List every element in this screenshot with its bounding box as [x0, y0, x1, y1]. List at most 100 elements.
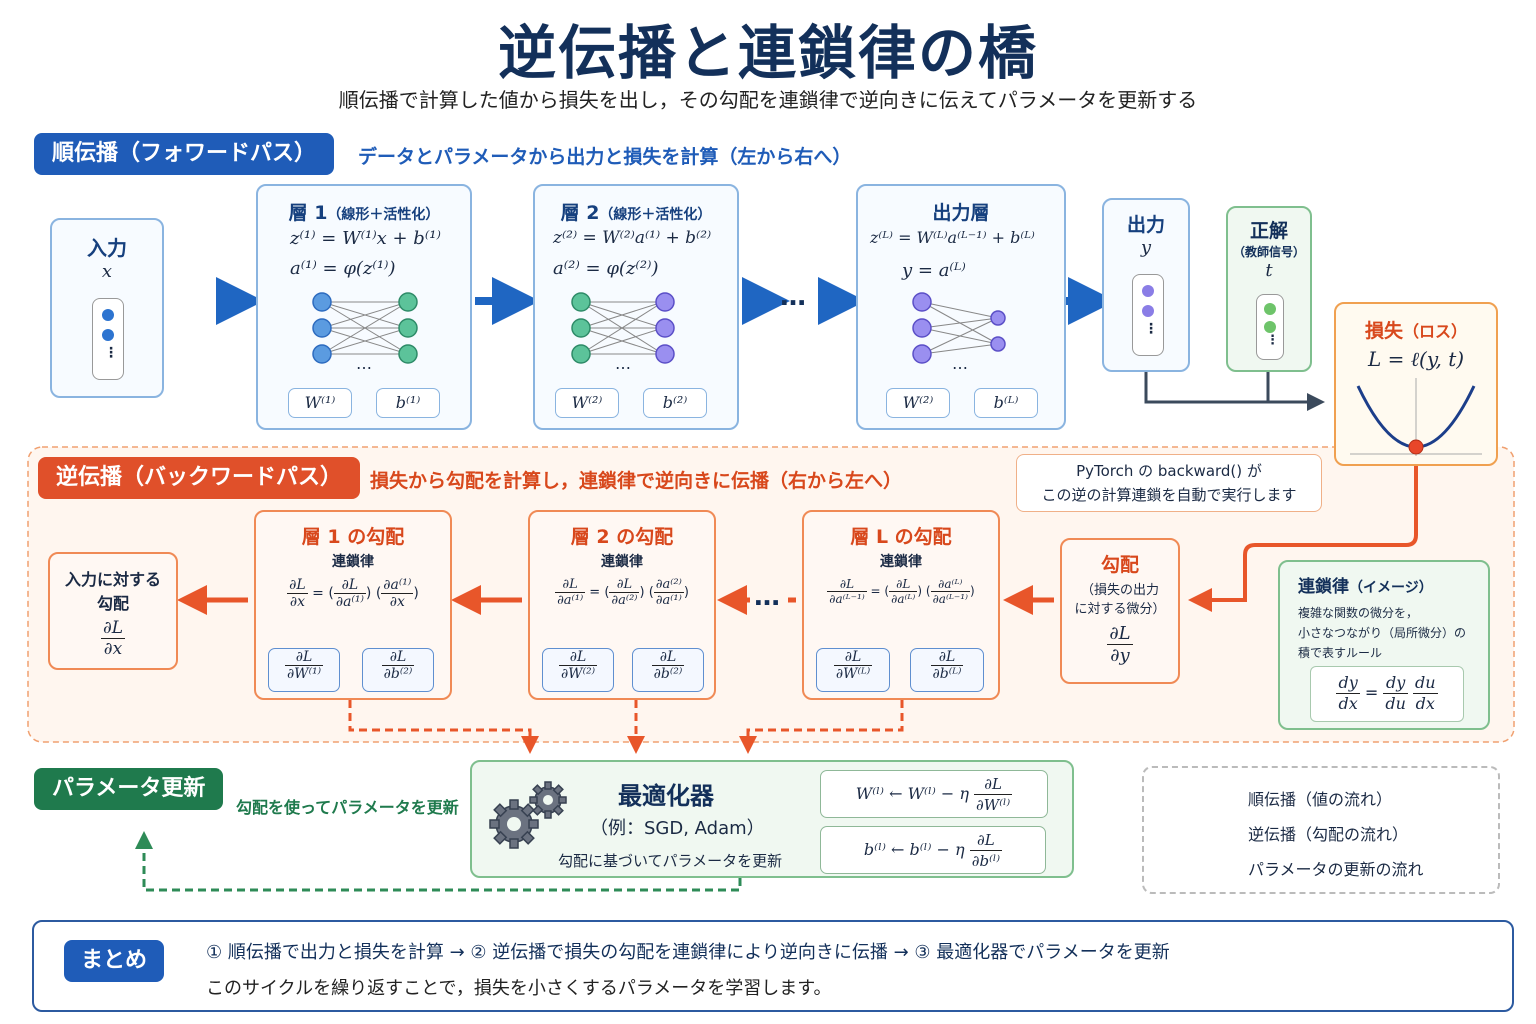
- forward-ellipsis: …: [780, 282, 806, 312]
- layer1-grad-rule: 連鎖律: [332, 554, 374, 570]
- optimizer-box: 最適化器 （例：SGD, Adam） 勾配に基づいてパラメータを更新 W⁽ˡ⁾ …: [470, 760, 1074, 878]
- update-rule-b: b⁽ˡ⁾ ← b⁽ˡ⁾ − η ∂L∂b⁽ˡ⁾: [820, 826, 1046, 874]
- target-vector: ⋮: [1256, 294, 1284, 360]
- pytorch-note-line2: この逆の計算連鎖を自動で実行します: [1041, 486, 1297, 504]
- output-layer-network: [912, 292, 1006, 364]
- chain-rule-box: 連鎖律（イメージ） 複雑な関数の微分を， 小さなつながり（局所微分）の 積で表す…: [1278, 560, 1490, 730]
- target-box: 正解 （教師信号） t ⋮: [1226, 206, 1312, 372]
- pytorch-note-line1: PyTorch の backward() が: [1076, 462, 1262, 480]
- loss-title: 損失（ロス）: [1364, 320, 1468, 342]
- legend-update-label: パラメータの更新の流れ: [1248, 860, 1424, 879]
- vector-node: [1142, 305, 1154, 317]
- layerL-grad-box: 層 L の勾配 連鎖律 ∂L∂a⁽ᴸ⁻¹⁾ = (∂L∂a⁽ᴸ⁾) (∂a⁽ᴸ⁾…: [802, 510, 1000, 700]
- summary-box: まとめ ① 順伝播で出力と損失を計算 → ② 逆伝播で損失の勾配を連鎖律により逆…: [32, 920, 1514, 1012]
- vector-dots: ⋮: [1266, 333, 1279, 348]
- layer1-formula-z: z⁽¹⁾ = W⁽¹⁾x + b⁽¹⁾: [290, 228, 441, 249]
- input-title: 入力: [87, 236, 127, 260]
- forward-desc: データとパラメータから出力と損失を計算（左から右へ）: [358, 146, 852, 168]
- page-title: 逆伝播と連鎖律の橋: [497, 19, 1038, 87]
- backward-ellipsis: …: [754, 582, 780, 612]
- layer2-grad-chain: ∂L∂a⁽¹⁾ = (∂L∂a⁽²⁾) (∂a⁽²⁾∂a⁽¹⁾): [555, 577, 689, 608]
- output-grad-title: 勾配: [1100, 554, 1139, 576]
- layer2-dots: …: [615, 354, 631, 373]
- layerL-grad-rule: 連鎖律: [880, 554, 922, 570]
- layer2-title: 層 2（線形＋活性化）: [560, 202, 712, 224]
- input-box: 入力 x ⋮: [50, 218, 164, 398]
- layer1-grad-box: 層 1 の勾配 連鎖律 ∂L∂x = (∂L∂a⁽¹⁾) (∂a⁽¹⁾∂x) ∂…: [254, 510, 452, 700]
- output-to-loss: [1144, 372, 1325, 411]
- chain-rule-desc: 複雑な関数の微分を， 小さなつながり（局所微分）の 積で表すルール: [1298, 606, 1467, 660]
- target-title: 正解: [1249, 220, 1288, 242]
- target-var: t: [1265, 260, 1273, 281]
- update-desc: 勾配を使ってパラメータを更新: [236, 798, 459, 817]
- output-grad-frac: ∂L∂y: [1107, 623, 1133, 666]
- legend-backward-label: 逆伝播（勾配の流れ）: [1248, 825, 1409, 844]
- optimizer-title: 最適化器: [618, 782, 714, 810]
- layerL-grad-weight: ∂L∂W⁽ᴸ⁾: [816, 648, 890, 692]
- loss-to-grad: [1188, 466, 1418, 612]
- summary-label: まとめ: [64, 940, 164, 982]
- layer1-box: 層 1（線形＋活性化） z⁽¹⁾ = W⁽¹⁾x + b⁽¹⁾ a⁽¹⁾ = φ…: [256, 184, 472, 430]
- legend-forward-label: 順伝播（値の流れ）: [1248, 790, 1393, 809]
- optimizer-examples: （例：SGD, Adam）: [590, 818, 765, 839]
- layer1-weight: W⁽¹⁾: [288, 388, 352, 418]
- summary-line2: このサイクルを繰り返すことで，損失を小さくするパラメータを学習します。: [206, 978, 832, 999]
- layer2-network: [571, 292, 675, 364]
- vector-node: [1264, 303, 1276, 315]
- layer2-formula-a: a⁽²⁾ = φ(z⁽²⁾): [553, 258, 659, 279]
- layer2-formula-z: z⁽²⁾ = W⁽²⁾a⁽¹⁾ + b⁽²⁾: [553, 228, 712, 248]
- output-grad-box: 勾配 （損失の出力 に対する微分） ∂L∂y: [1060, 538, 1180, 684]
- gradL-to-optimizer: [739, 700, 904, 754]
- output-layer-box: 出力層 z⁽ᴸ⁾ = W⁽ᴸ⁾a⁽ᴸ⁻¹⁾ + b⁽ᴸ⁾ y = a⁽ᴸ⁾ … …: [856, 184, 1066, 430]
- output-layer-weight: W⁽²⁾: [886, 388, 950, 418]
- vector-node: [1142, 285, 1154, 297]
- loss-curve: [1350, 378, 1482, 456]
- output-var: y: [1140, 237, 1152, 258]
- legend: 順伝播（値の流れ） 逆伝播（勾配の流れ） パラメータの更新の流れ: [1142, 766, 1500, 894]
- layer1-bias: b⁽¹⁾: [376, 388, 440, 418]
- layerL-grad-chain: ∂L∂a⁽ᴸ⁻¹⁾ = (∂L∂a⁽ᴸ⁾) (∂a⁽ᴸ⁾∂a⁽ᴸ⁻¹⁾): [827, 577, 975, 606]
- chain-rule-title: 連鎖律（イメージ）: [1298, 577, 1433, 597]
- input-grad-frac: ∂L∂x: [100, 618, 126, 659]
- layer2-grad-bias: ∂L∂b⁽²⁾: [632, 648, 704, 692]
- input-vector: ⋮: [92, 298, 124, 380]
- update-label: パラメータ更新: [34, 768, 224, 810]
- vector-node: [1264, 321, 1276, 333]
- layer1-grad-title: 層 1 の勾配: [301, 526, 405, 548]
- layerL-grad-bias: ∂L∂b⁽ᴸ⁾: [910, 648, 984, 692]
- pytorch-note: PyTorch の backward() が この逆の計算連鎖を自動で実行します: [1016, 454, 1322, 512]
- layer1-formula-a: a⁽¹⁾ = φ(z⁽¹⁾): [290, 258, 396, 279]
- output-grad-sub1: （損失の出力: [1080, 583, 1159, 598]
- loss-box: 損失（ロス） L = ℓ(y, t): [1334, 302, 1498, 466]
- output-layer-title: 出力層: [932, 202, 990, 224]
- vector-node: [102, 309, 114, 321]
- target-sub: （教師信号）: [1232, 245, 1305, 259]
- grad1-to-optimizer: [348, 700, 539, 754]
- loss-formula: L = ℓ(y, t): [1367, 347, 1465, 371]
- optimizer-note: 勾配に基づいてパラメータを更新: [558, 852, 783, 870]
- output-box: 出力 y ⋮: [1102, 198, 1190, 372]
- update-loop: [135, 831, 742, 892]
- layerL-grad-title: 層 L の勾配: [850, 526, 952, 548]
- layer1-grad-weight: ∂L∂W⁽¹⁾: [268, 648, 340, 692]
- layer2-bias: b⁽²⁾: [643, 388, 707, 418]
- backward-label: 逆伝播（バックワードパス）: [38, 457, 361, 499]
- vector-dots: ⋮: [1144, 321, 1158, 337]
- input-grad-title2: 勾配: [96, 594, 129, 613]
- layer1-grad-bias: ∂L∂b⁽²⁾: [362, 648, 434, 692]
- vector-dots: ⋮: [104, 345, 118, 361]
- input-var: x: [101, 261, 113, 282]
- layer1-grad-chain: ∂L∂x = (∂L∂a⁽¹⁾) (∂a⁽¹⁾∂x): [287, 577, 419, 610]
- layer2-grad-box: 層 2 の勾配 連鎖律 ∂L∂a⁽¹⁾ = (∂L∂a⁽²⁾) (∂a⁽²⁾∂a…: [528, 510, 716, 700]
- output-layer-dots: …: [952, 354, 968, 373]
- layer2-grad-weight: ∂L∂W⁽²⁾: [542, 648, 614, 692]
- update-rule-w: W⁽ˡ⁾ ← W⁽ˡ⁾ − η ∂L∂W⁽ˡ⁾: [820, 770, 1048, 818]
- layer2-grad-title: 層 2 の勾配: [570, 526, 674, 548]
- output-layer-formula-z: z⁽ᴸ⁾ = W⁽ᴸ⁾a⁽ᴸ⁻¹⁾ + b⁽ᴸ⁾: [870, 228, 1035, 247]
- layer1-title: 層 1（線形＋活性化）: [288, 202, 440, 224]
- output-grad-sub2: に対する微分）: [1074, 602, 1166, 617]
- output-vector: ⋮: [1132, 274, 1164, 356]
- output-layer-bias: b⁽ᴸ⁾: [974, 388, 1038, 418]
- layer2-grad-rule: 連鎖律: [601, 554, 643, 570]
